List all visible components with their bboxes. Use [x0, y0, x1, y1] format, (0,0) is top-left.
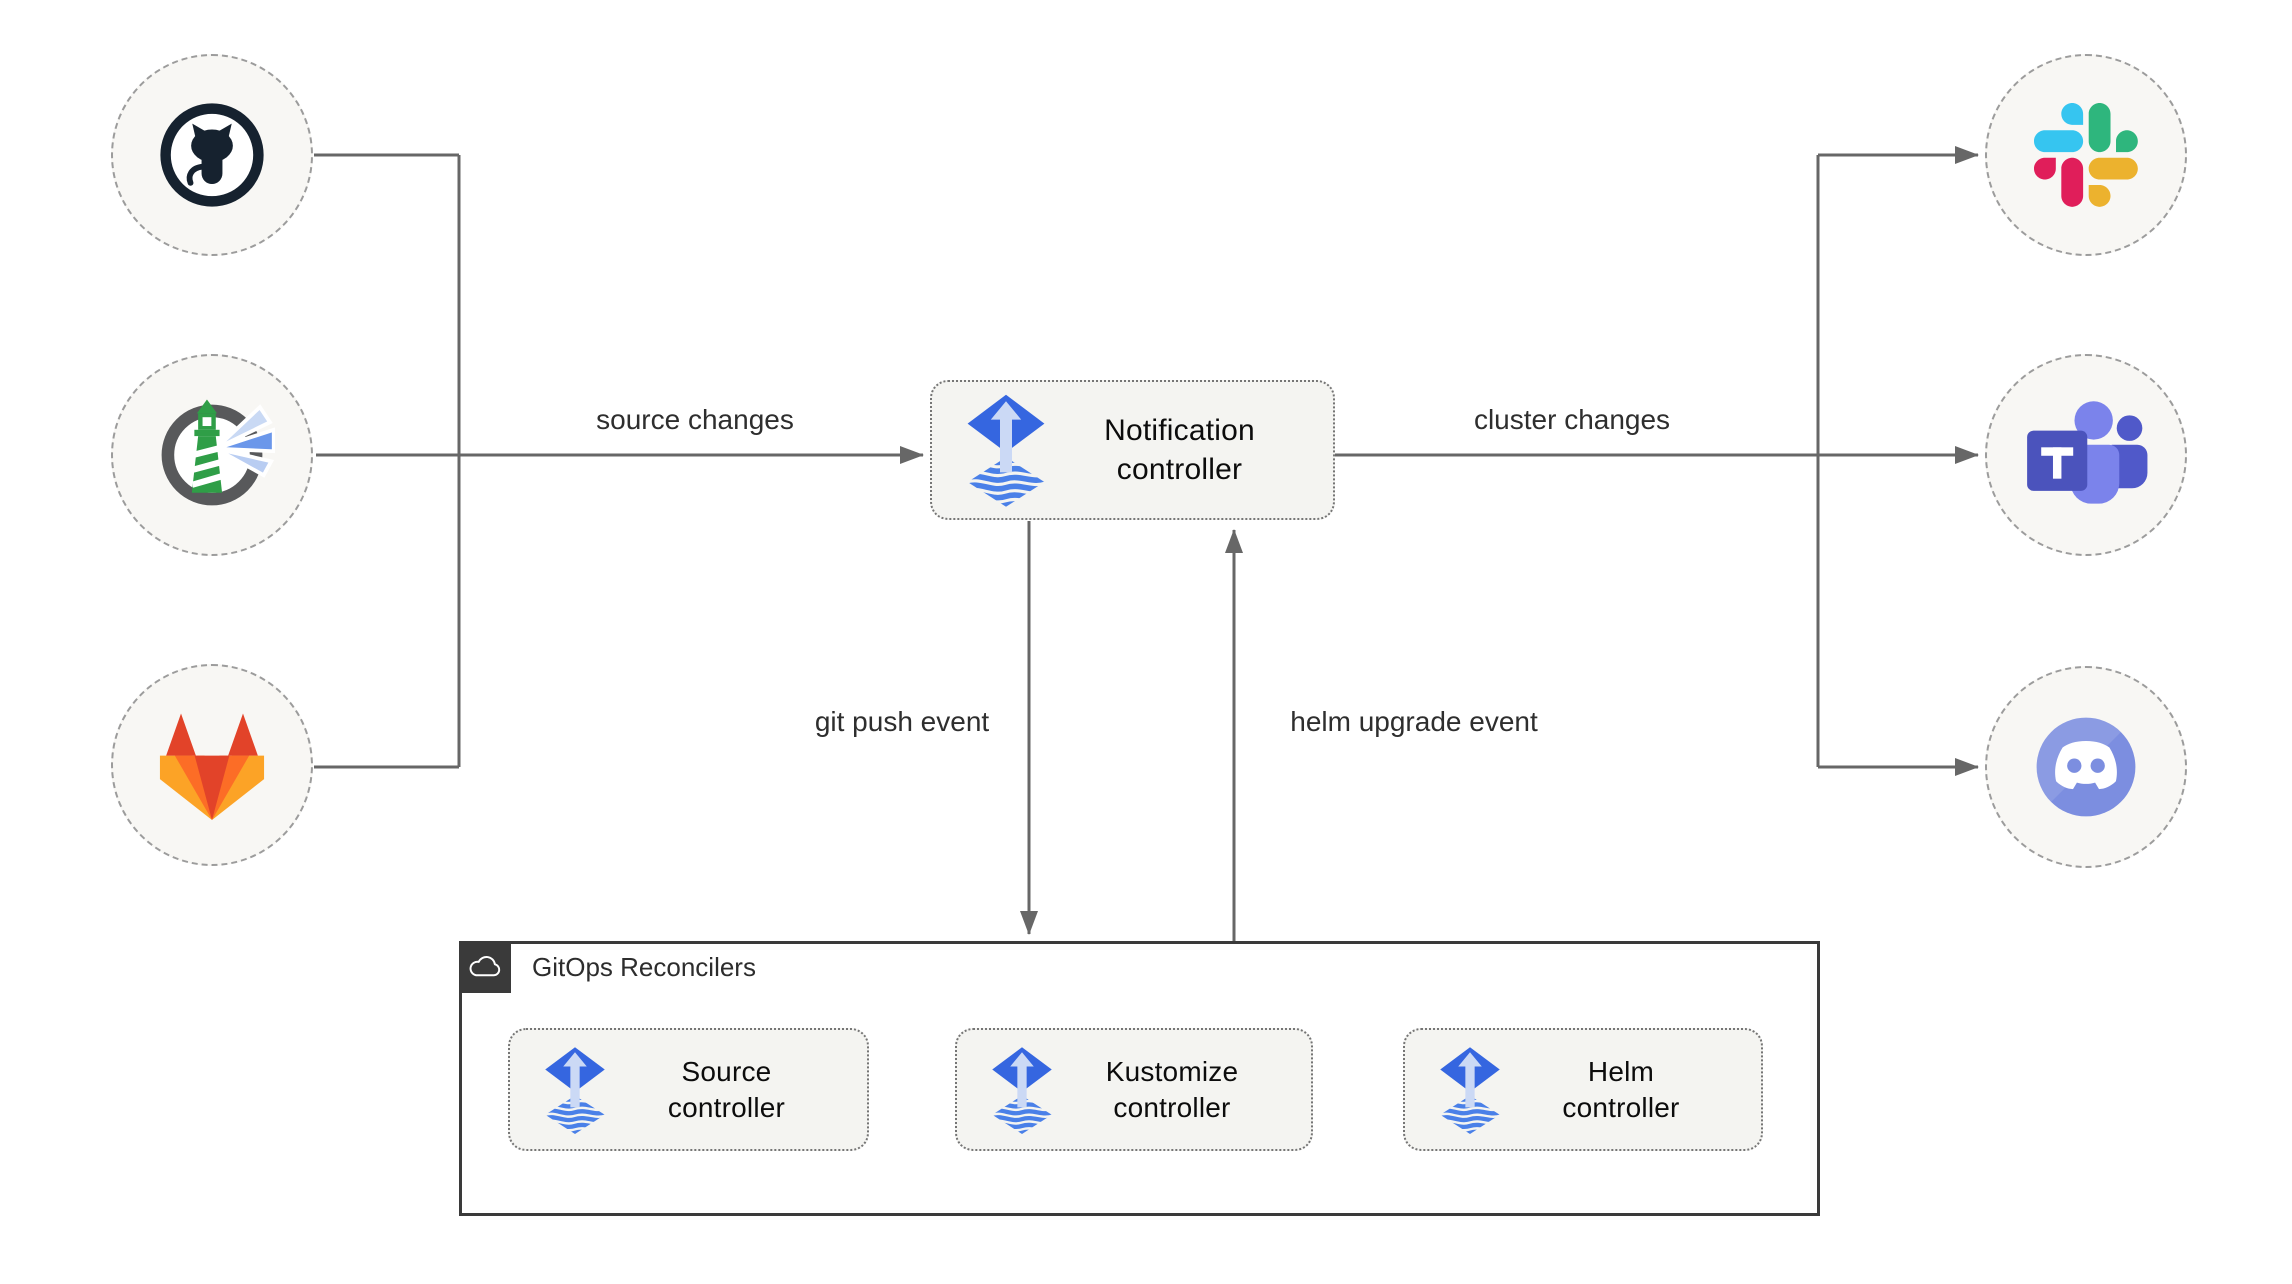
- microsoft-teams-icon: [2022, 396, 2150, 514]
- flux-icon: [544, 1046, 606, 1134]
- notification-controller-node: Notification controller: [930, 380, 1335, 520]
- source-controller-node: Source controller: [508, 1028, 869, 1151]
- helm-controller-label: Helm controller: [1562, 1055, 1680, 1123]
- discord-icon: [2021, 702, 2151, 832]
- cloud-icon: [467, 949, 503, 985]
- gitops-group-title: GitOps Reconcilers: [532, 951, 756, 982]
- harbor-icon: [149, 392, 275, 518]
- github-icon: [154, 97, 270, 213]
- gitlab-icon: [150, 706, 274, 825]
- target-node-teams: [1985, 354, 2187, 556]
- flux-icon: [991, 1046, 1053, 1134]
- flux-icon: [1439, 1046, 1501, 1134]
- edge-label-git-push-event: git push event: [814, 706, 990, 737]
- helm-controller-node: Helm controller: [1403, 1028, 1763, 1151]
- edge-label-source-changes: source changes: [596, 404, 794, 435]
- notification-controller-label: Notification controller: [1104, 414, 1255, 486]
- gitops-group-header: [459, 941, 511, 993]
- target-node-slack: [1985, 54, 2187, 256]
- source-controller-label: Source controller: [667, 1055, 786, 1123]
- flux-icon: [966, 393, 1046, 507]
- edge-label-helm-upgrade-event: helm upgrade event: [1290, 706, 1538, 737]
- source-node-gitlab: [111, 664, 313, 866]
- slack-icon: [2034, 103, 2138, 207]
- source-node-github: [111, 54, 313, 256]
- kustomize-controller-label: Kustomize controller: [1105, 1055, 1239, 1123]
- kustomize-controller-node: Kustomize controller: [955, 1028, 1313, 1151]
- source-node-harbor: [111, 354, 313, 556]
- target-node-discord: [1985, 666, 2187, 868]
- edge-label-cluster-changes: cluster changes: [1473, 404, 1671, 435]
